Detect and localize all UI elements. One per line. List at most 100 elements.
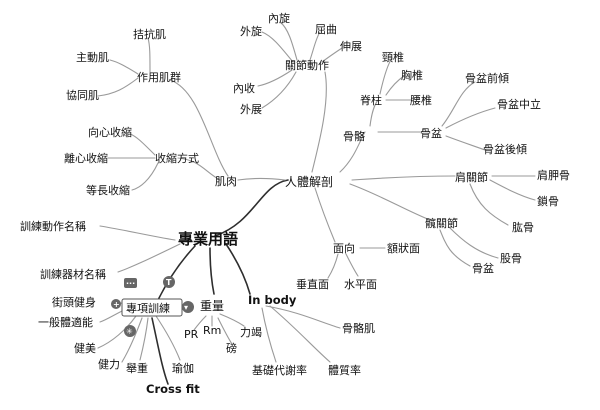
branch-muscle-contraction [177,157,221,181]
node-skeletal-muscle[interactable]: 骨骼肌 [342,321,375,335]
branches [97,21,536,385]
node-pelvis-post[interactable]: 骨盆後傾 [483,142,527,156]
node-scapula[interactable]: 肩胛骨 [537,168,570,182]
node-terms[interactable]: 專業用語 [178,230,238,248]
branch-root-hip [349,183,431,221]
node-humerus[interactable]: 肱骨 [512,220,534,234]
node-bone[interactable]: 骨骼 [343,129,365,143]
node-spine[interactable]: 脊柱 [360,93,382,107]
node-femur[interactable]: 股骨 [500,252,522,265]
node-general[interactable]: 一般體適能 [38,315,93,329]
branch-root-terms [214,179,289,237]
branch-spine-cerv [379,57,393,95]
branch-sh-hum [469,183,509,226]
node-isometric[interactable]: 等長收縮 [86,183,130,197]
branch-pel-neu [445,107,496,129]
node-pelvis[interactable]: 骨盆 [420,126,442,140]
node-thoracic[interactable]: 胸椎 [401,68,423,82]
node-ext-rotation[interactable]: 外旋 [240,24,262,38]
svg-text:···: ··· [126,279,135,288]
branch-group-antagonist [147,37,151,73]
node-cervical[interactable]: 頸椎 [382,50,404,64]
node-bmr[interactable]: 基礎代謝率 [252,363,307,377]
node-power[interactable]: 力竭 [240,326,262,339]
node-transverse[interactable]: 水平面 [344,278,377,291]
branch-s-yoga [155,315,181,361]
node-eccentric[interactable]: 離心收縮 [64,151,108,165]
node-inbody[interactable]: In body [248,293,297,307]
specialty-box[interactable] [121,298,183,317]
node-rm[interactable]: Rm [203,324,221,337]
node-flexion[interactable]: 屈曲 [315,23,337,36]
branch-j-flex [309,31,321,61]
branch-t-weight [209,247,215,295]
node-move-names[interactable]: 訓練動作名稱 [20,219,86,233]
branch-j-extn [321,47,343,63]
node-bodybuilding[interactable]: 健美 [74,342,96,355]
node-frontal[interactable]: 額狀面 [387,241,420,255]
node-hip-pelvis[interactable]: 骨盆 [472,261,494,275]
node-hip[interactable]: 髖關節 [425,216,458,230]
branch-root-shoulder [351,175,456,181]
node-pound[interactable]: 磅 [226,341,237,355]
topic-icon[interactable]: T [163,276,175,288]
branch-pel-post [445,135,486,151]
node-lumbar[interactable]: 腰椎 [410,93,432,107]
branch-pl-sag [327,253,339,279]
notes-icon[interactable]: ··· [124,278,137,288]
node-crossfit[interactable]: Cross fit [146,382,200,396]
node-extension[interactable]: 伸展 [340,40,362,53]
node-sagittal[interactable]: 垂直面 [296,277,329,291]
node-pr[interactable]: PR [184,328,199,341]
node-yoga[interactable]: 瑜伽 [172,361,194,375]
branch-i-skel [265,305,341,329]
node-int-rotation[interactable]: 內旋 [268,11,290,25]
branch-hip-pelvis [439,229,471,267]
node-powerlifting[interactable]: 健力 [98,358,120,371]
branch-sh-clav [489,179,536,201]
node-adduction[interactable]: 內收 [233,81,255,95]
node-shoulder[interactable]: 肩關節 [455,170,488,184]
branch-i-bmr [261,307,277,363]
node-equip-names[interactable]: 訓練器材名稱 [40,267,106,281]
branch-s-crossfit [151,317,169,385]
branch-spine-thor [385,75,405,96]
branch-t-equip [117,243,181,273]
node-abduction[interactable]: 外展 [240,103,262,116]
branch-t-moves [99,225,176,241]
node-joint-action[interactable]: 關節動作 [285,58,329,72]
node-street[interactable]: 街頭健身 [52,295,96,309]
node-planes[interactable]: 面向 [333,241,355,255]
svg-text:▾: ▾ [184,303,188,312]
branch-c-concentric [129,133,156,156]
node-contraction[interactable]: 收縮方式 [155,151,199,165]
collapse-icon[interactable]: ▾ [182,301,194,313]
attachment-icon[interactable]: ✳ [124,325,136,337]
node-muscle[interactable]: 肌肉 [215,175,237,188]
add-icon[interactable]: + [111,299,121,309]
node-weightlifting[interactable]: 舉重 [126,361,148,375]
badges: ··· T + ▾ ✳ [111,276,194,337]
node-antagonist[interactable]: 拮抗肌 [133,27,166,41]
node-pelvis-neutral[interactable]: 骨盆中立 [497,97,541,111]
node-pelvis-ant[interactable]: 骨盆前傾 [465,71,509,85]
branch-j-add [257,69,293,87]
node-specialty[interactable]: 專項訓練 [126,301,170,315]
branch-bone-spine [369,99,379,127]
node-concentric[interactable]: 向心收縮 [88,125,132,139]
branch-j-ext [261,31,294,63]
branch-root-planes [314,187,336,243]
branch-w-power [219,313,245,327]
node-agonist[interactable]: 主動肌 [76,50,109,64]
node-clavicle[interactable]: 鎖骨 [537,194,559,208]
labels: 人體解剖 肌肉 作用肌群 拮抗肌 主動肌 協同肌 收縮方式 向心收縮 離心收縮 … [20,11,570,396]
node-body-fat[interactable]: 體質率 [328,363,361,377]
node-synergist[interactable]: 協同肌 [66,89,99,102]
branch-i-fat [269,305,331,363]
branch-s-weightl [139,317,149,361]
node-muscle-group[interactable]: 作用肌群 [137,70,181,84]
node-weight[interactable]: 重量 [200,299,224,313]
node-root[interactable]: 人體解剖 [285,175,333,189]
svg-text:T: T [166,278,172,287]
